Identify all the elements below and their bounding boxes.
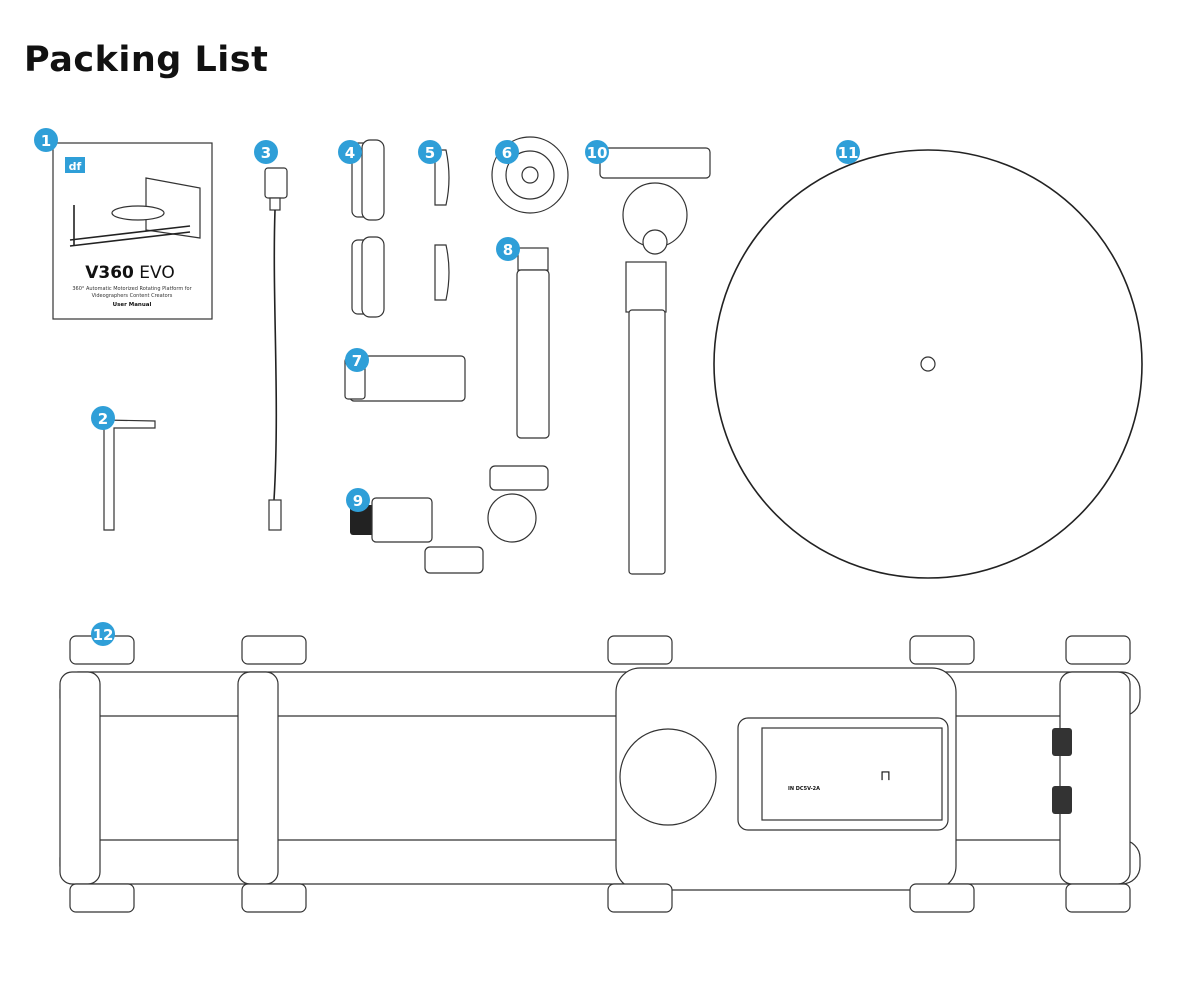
svg-text:7: 7 [352, 352, 362, 370]
svg-text:V360 EVO: V360 EVO [85, 263, 175, 283]
svg-text:2: 2 [98, 410, 108, 428]
item-badge-2: 2 [91, 406, 115, 430]
svg-text:⊓: ⊓ [880, 768, 891, 784]
svg-text:Videographers Content Creators: Videographers Content Creators [92, 293, 173, 299]
svg-text:360° Automatic Motorized Rotat: 360° Automatic Motorized Rotating Platfo… [72, 286, 192, 292]
usb-cable [264, 167, 288, 531]
svg-text:9: 9 [353, 492, 363, 510]
hex-key [103, 419, 156, 531]
item-badge-7: 7 [345, 348, 369, 372]
svg-text:10: 10 [587, 144, 608, 162]
item-badge-12: 12 [91, 622, 115, 646]
item-badge-3: 3 [254, 140, 278, 164]
svg-text:5: 5 [425, 144, 435, 162]
svg-text:12: 12 [93, 626, 114, 644]
page-title: Packing List [24, 40, 269, 80]
item-badge-6: 6 [495, 140, 519, 164]
knurled-nuts [351, 139, 385, 318]
svg-text:4: 4 [345, 144, 355, 162]
item-badge-5: 5 [418, 140, 442, 164]
df-logo [65, 157, 85, 173]
rail-base: IN DC5V-2A ⊓ [59, 635, 1141, 913]
svg-text:User Manual: User Manual [113, 302, 152, 308]
svg-text:df: df [69, 160, 82, 173]
svg-text:IN DC5V-2A: IN DC5V-2A [788, 786, 820, 792]
threaded-rod [516, 247, 550, 439]
turntable-plate [713, 149, 1143, 579]
item-badge-4: 4 [338, 140, 362, 164]
item-badge-1: 1 [34, 128, 58, 152]
rod-clamp [350, 465, 549, 574]
item-badge-11: 11 [836, 140, 860, 164]
svg-text:1: 1 [41, 132, 51, 150]
svg-text:3: 3 [261, 144, 271, 162]
svg-text:8: 8 [503, 241, 513, 259]
ball-head-pole [599, 147, 711, 575]
item-badge-10: 10 [585, 140, 609, 164]
user-manual: df V360 EVO 360° Automatic Motorized Rot… [52, 142, 213, 320]
svg-text:6: 6 [502, 144, 512, 162]
svg-text:11: 11 [838, 144, 859, 162]
item-badge-8: 8 [496, 237, 520, 261]
item-badge-9: 9 [346, 488, 370, 512]
rubber-caps [434, 149, 450, 301]
